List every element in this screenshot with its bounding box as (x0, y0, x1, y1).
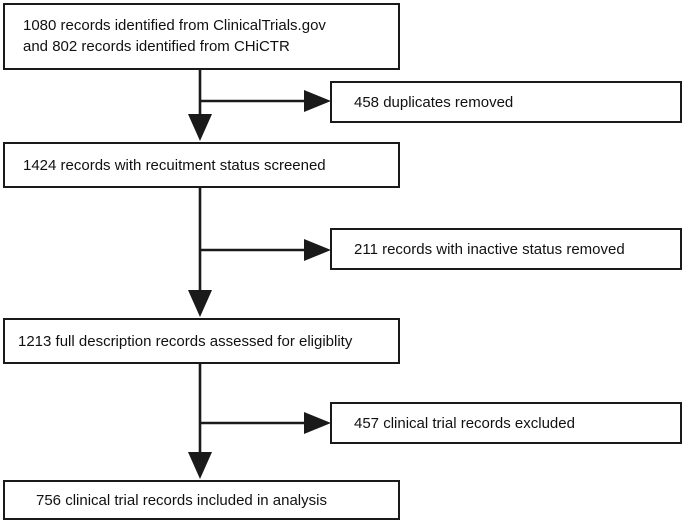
excluded-box: 457 clinical trial records excluded (330, 402, 682, 444)
arrowhead-right-2 (304, 239, 331, 261)
included-label: 756 clinical trial records included in a… (36, 492, 327, 509)
screened-box: 1424 records with recuitment status scre… (3, 142, 400, 188)
eligibility-box: 1213 full description records assessed f… (3, 318, 400, 364)
arrowhead-down-2 (188, 290, 212, 317)
excluded-label: 457 clinical trial records excluded (354, 415, 575, 432)
duplicates-label: 458 duplicates removed (354, 94, 514, 111)
inactive-label: 211 records with inactive status removed (354, 241, 625, 258)
arrowhead-right-3 (304, 412, 331, 434)
duplicates-box: 458 duplicates removed (330, 81, 682, 123)
arrowhead-down-1 (188, 114, 212, 141)
identification-line-2: and 802 records identified from CHiCTR (23, 38, 290, 55)
arrowhead-right-1 (304, 90, 331, 112)
identification-box: 1080 records identified from ClinicalTri… (3, 3, 400, 70)
arrowhead-down-3 (188, 452, 212, 479)
identification-line-1: 1080 records identified from ClinicalTri… (23, 17, 326, 34)
included-box: 756 clinical trial records included in a… (3, 480, 400, 520)
inactive-box: 211 records with inactive status removed (330, 228, 682, 270)
eligibility-label: 1213 full description records assessed f… (18, 333, 353, 350)
screened-label: 1424 records with recuitment status scre… (23, 157, 326, 174)
